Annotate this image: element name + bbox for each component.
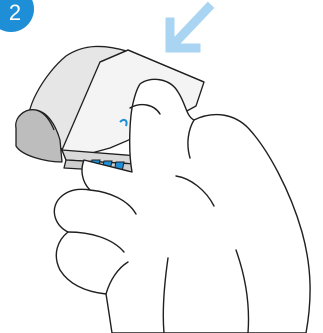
arrow-down-left-icon bbox=[170, 8, 208, 48]
step-number: 2 bbox=[9, 2, 21, 24]
